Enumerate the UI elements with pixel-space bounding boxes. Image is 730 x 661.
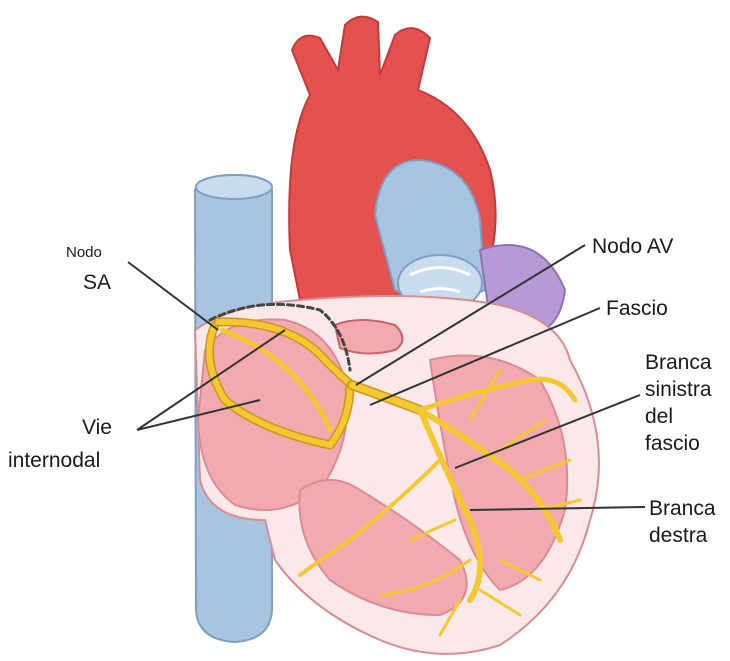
label-right-bundle-line2: destra xyxy=(649,523,707,548)
label-right-bundle-line1: Branca xyxy=(649,496,716,521)
label-internodal-line2: internodal xyxy=(8,448,100,473)
label-sa-node-line2: SA xyxy=(83,270,111,295)
label-av-node: Nodo AV xyxy=(592,234,673,259)
label-bundle: Fascio xyxy=(606,296,668,321)
label-internodal-line1: Vie xyxy=(82,415,112,440)
label-left-bundle-line1: Branca xyxy=(645,350,712,375)
label-left-bundle-line2: sinistra xyxy=(645,377,712,402)
label-left-bundle-line3: del xyxy=(645,404,673,429)
label-sa-node-line1: Nodo xyxy=(66,244,102,262)
label-left-bundle-line4: fascio xyxy=(645,431,700,456)
